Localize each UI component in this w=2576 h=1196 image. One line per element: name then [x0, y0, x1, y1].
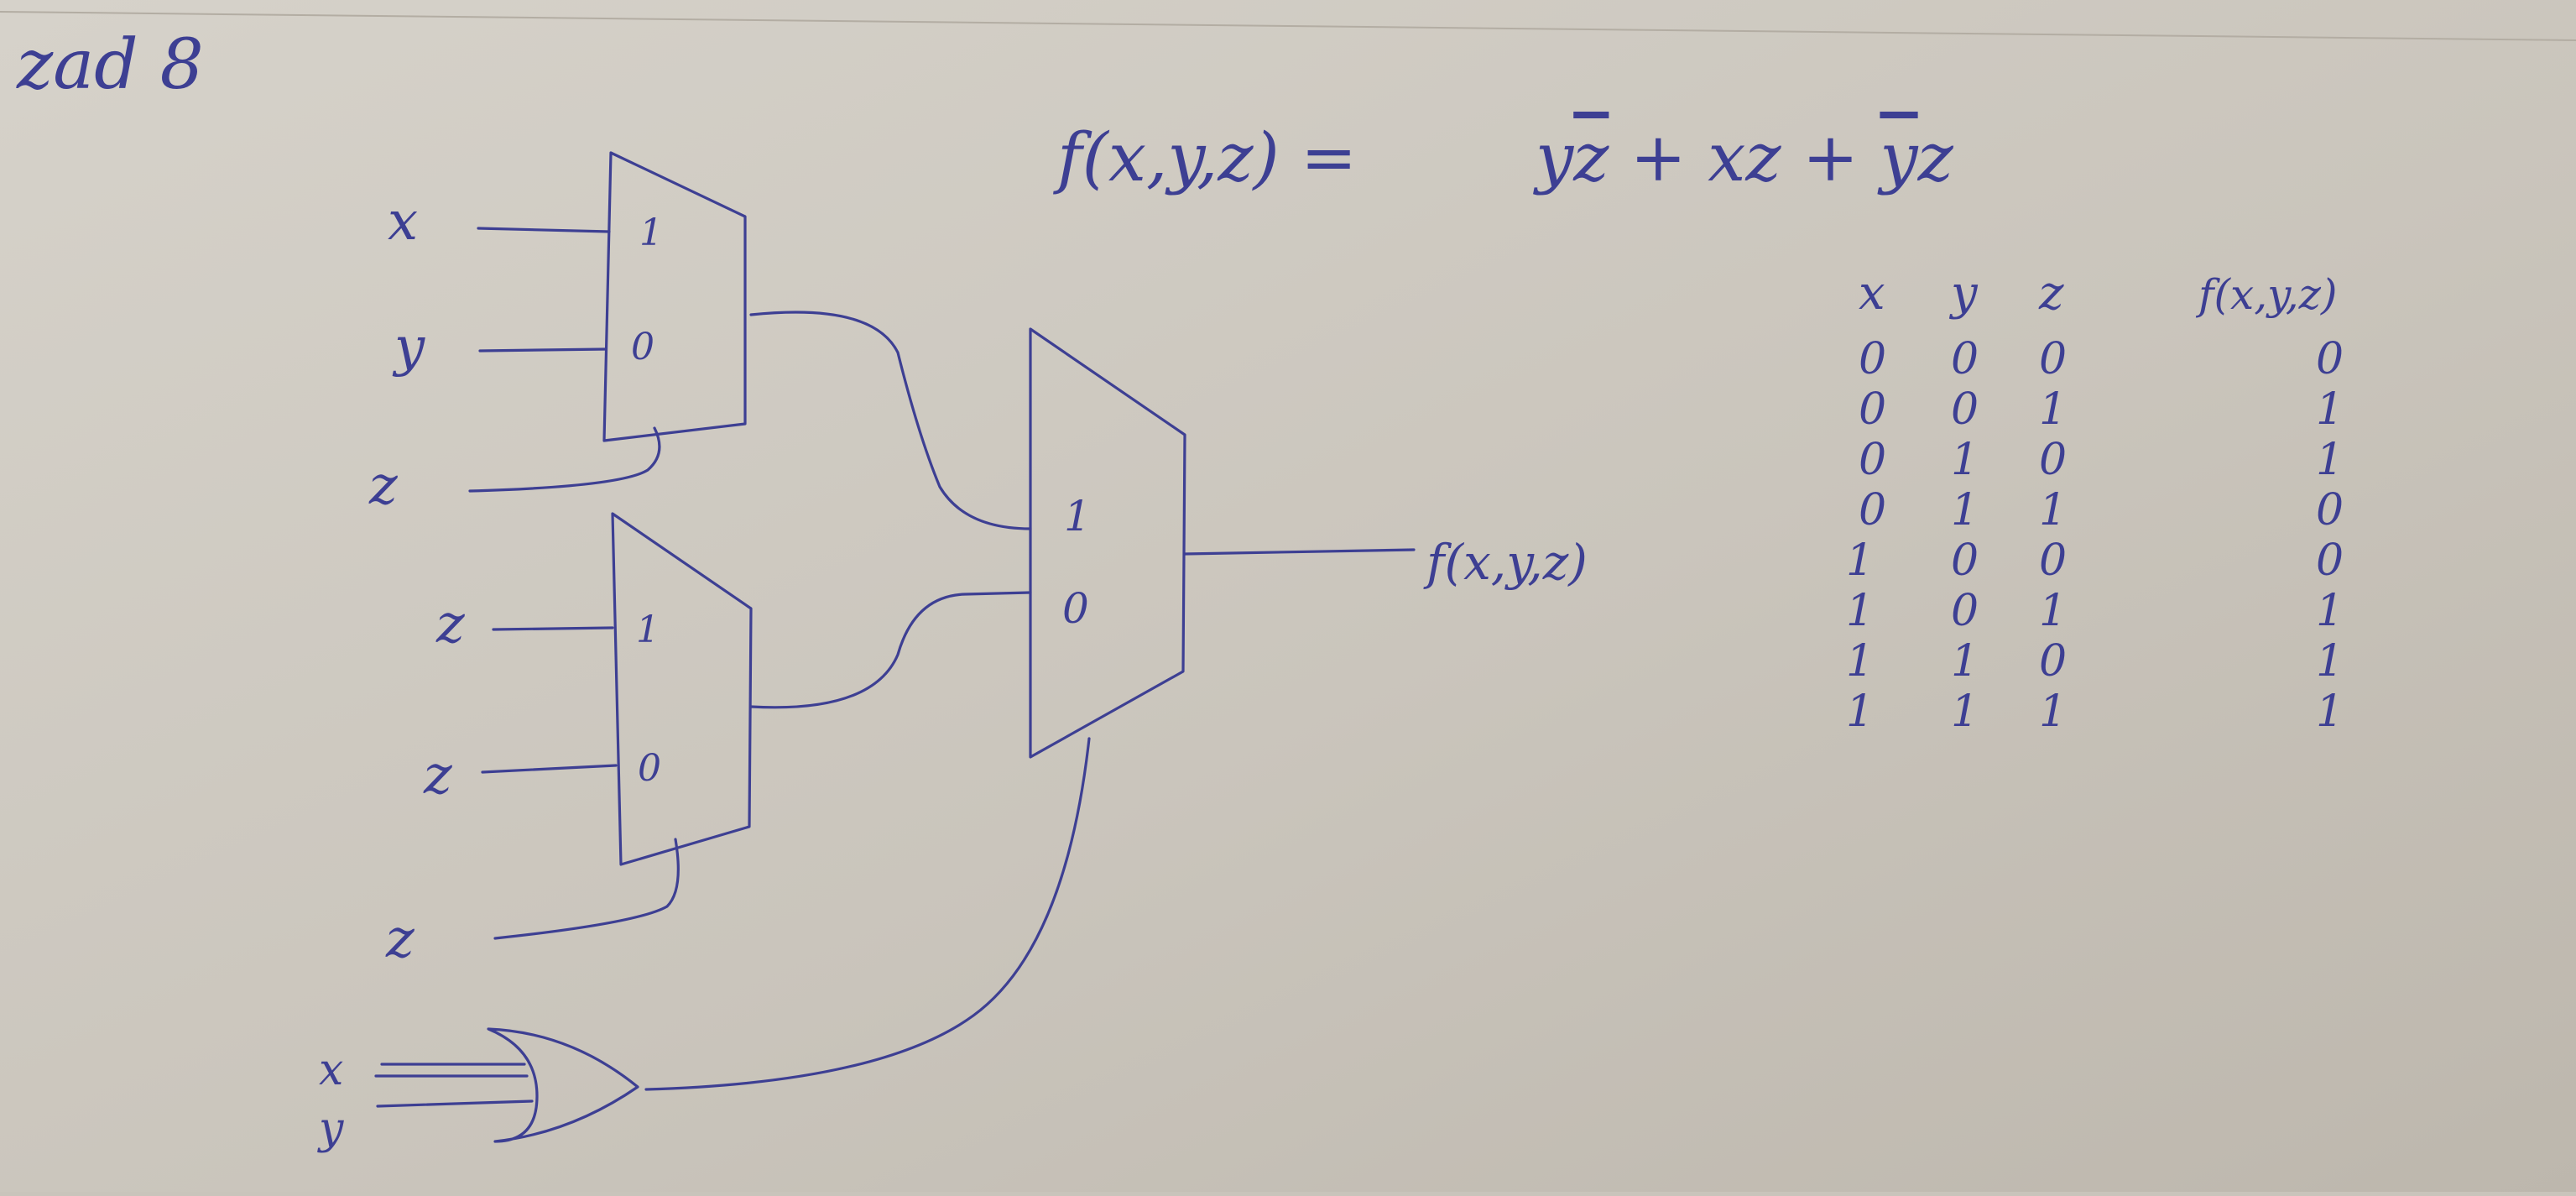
equation-lhs: f(x,y,z) =	[1053, 118, 1357, 196]
equation: f(x,y,z) = yz + xz + yz	[1053, 118, 1954, 196]
table-cell: 0	[1859, 485, 1886, 535]
equation-term-5: y	[1877, 118, 1919, 196]
mux-top-label-1: 1	[639, 212, 663, 254]
equation-term-2: + x	[1609, 118, 1745, 196]
mux-main-label-0: 0	[1062, 584, 1089, 633]
table-cell: 0	[2316, 334, 2344, 384]
wire-or-to-main-select	[644, 737, 1091, 1091]
mux-main: 1 0 f(x,y,z)	[749, 311, 1588, 759]
or-gate-body	[487, 1027, 639, 1143]
table-cell: 1	[1951, 435, 1979, 485]
table-cell: 0	[1951, 384, 1979, 435]
table-cell: 1	[2316, 384, 2344, 435]
table-cell: 0	[2039, 636, 2067, 687]
table-cell: 1	[2316, 586, 2344, 636]
table-header-z: z	[2038, 266, 2064, 321]
wire-x-to-mux-top	[477, 227, 611, 233]
or-input-y: y	[317, 1104, 344, 1154]
heading: zad 8	[16, 25, 204, 105]
table-cell: 1	[2316, 687, 2344, 737]
equation-term-3: z	[1744, 118, 1781, 196]
or-gate: x y	[317, 737, 1091, 1154]
table-cell: 0	[2039, 334, 2067, 384]
table-header-x: x	[1859, 266, 1885, 321]
table-cell: 1	[1846, 687, 1874, 737]
or-input-x: x	[319, 1045, 343, 1095]
wire-z0-to-mux-bottom	[481, 764, 618, 774]
table-cell: 1	[1846, 636, 1874, 687]
mux-top: 1 0 x y z	[368, 151, 747, 517]
table-header-y: y	[1948, 266, 1979, 321]
table-cell: 1	[1951, 485, 1979, 535]
table-cell: 1	[1846, 586, 1874, 636]
mux-main-label-1: 1	[1064, 492, 1091, 541]
wire-z1-to-mux-bottom	[492, 626, 614, 631]
mux-bottom-label-1: 1	[636, 608, 660, 651]
wire-y-to-mux-top	[478, 347, 607, 353]
input-z-select-bottom: z	[385, 908, 415, 970]
wire-z-select-bottom	[493, 838, 680, 940]
table-cell: 1	[2316, 435, 2344, 485]
input-y-top: y	[392, 316, 425, 379]
wire-y-to-or	[376, 1099, 534, 1108]
page-edge-line	[0, 11, 2576, 41]
equation-rhs: yz + xz + yz	[1533, 118, 1954, 196]
wire-z-select-top	[468, 426, 661, 493]
input-z-1: z	[435, 593, 466, 655]
table-cell: 1	[1951, 636, 1979, 687]
mux-bottom: 1 0 z z z	[385, 512, 753, 970]
equation-term-1: z	[1572, 118, 1609, 196]
table-cell: 0	[1951, 586, 1979, 636]
equation-term-0: y	[1533, 118, 1575, 196]
wire-main-output	[1183, 548, 1416, 556]
table-cell: 0	[2039, 535, 2067, 586]
wire-top-mux-to-main	[749, 311, 1032, 530]
table-cell: 0	[1859, 334, 1886, 384]
equation-term-4: +	[1781, 118, 1880, 196]
table-cell: 1	[2039, 485, 2067, 535]
mux-bottom-label-0: 0	[638, 747, 661, 790]
table-cell: 0	[1951, 535, 1979, 586]
table-cell: 0	[2039, 435, 2067, 485]
mux-top-label-0: 0	[631, 326, 654, 368]
table-cell: 1	[2039, 586, 2067, 636]
mux-main-body	[1029, 327, 1186, 759]
wire-bottom-mux-to-main	[749, 591, 1032, 709]
table-cell: 1	[2316, 636, 2344, 687]
mux-top-body	[602, 151, 747, 442]
table-header-f: f(x,y,z)	[2195, 270, 2337, 319]
mux-bottom-body	[611, 512, 753, 866]
table-cell: 1	[2039, 384, 2067, 435]
input-z-0: z	[423, 744, 453, 807]
main-output-label: f(x,y,z)	[1423, 534, 1588, 591]
table-cell: 0	[1859, 435, 1886, 485]
table-cell: 0	[2316, 535, 2344, 586]
table-cell: 1	[1846, 535, 1874, 586]
table-cell: 1	[2039, 687, 2067, 737]
table-cell: 0	[1859, 384, 1886, 435]
table-cell: 0	[2316, 485, 2344, 535]
input-z-select-top: z	[368, 455, 399, 517]
input-x-top: x	[388, 191, 418, 253]
equation-term-6: z	[1917, 118, 1954, 196]
table-cell: 0	[1951, 334, 1979, 384]
table-cell: 1	[1951, 687, 1979, 737]
